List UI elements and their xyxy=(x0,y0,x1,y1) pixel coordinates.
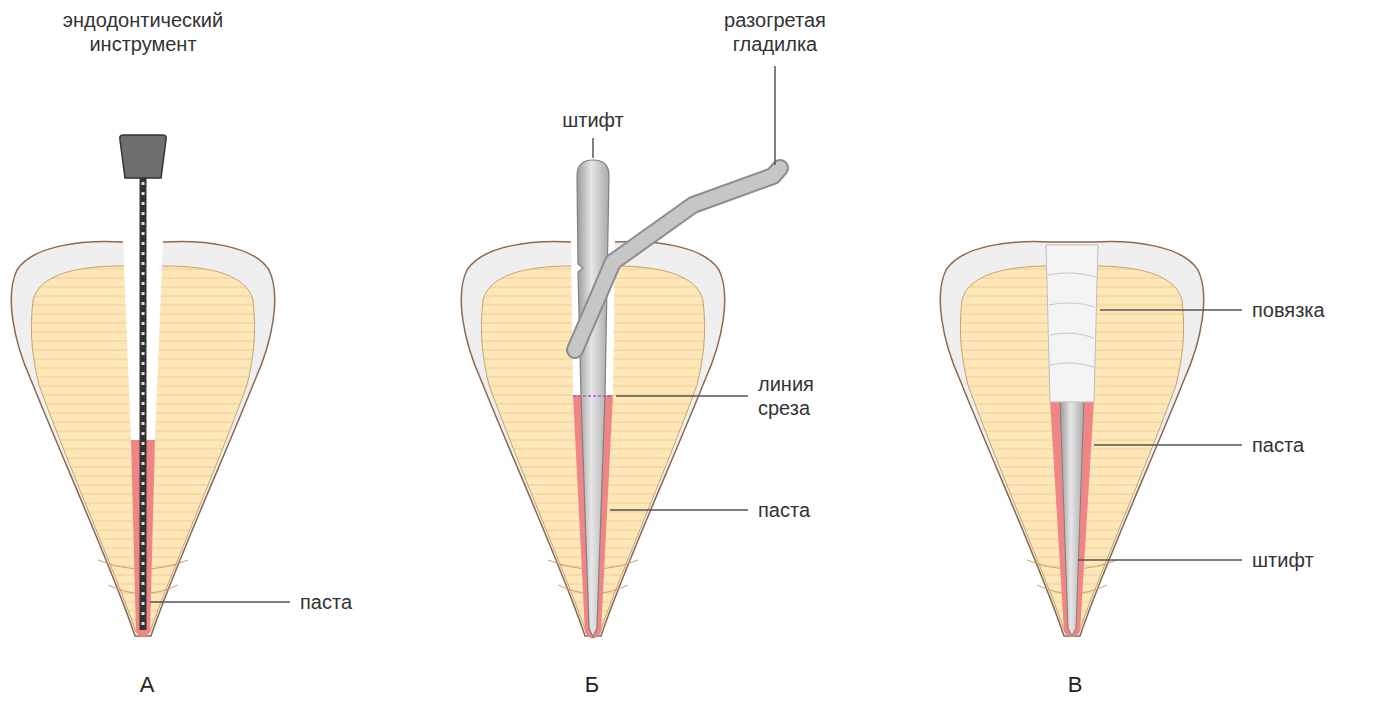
part-label: повязка xyxy=(1252,298,1325,322)
part-label: паста xyxy=(300,590,352,614)
part-label: разогретая гладилка xyxy=(700,8,850,56)
panel-letter: Б xyxy=(585,672,599,698)
part-label: паста xyxy=(758,498,810,522)
tooth-b xyxy=(461,160,780,639)
part-label: линия среза xyxy=(758,372,848,420)
part-label: штифт xyxy=(562,108,624,132)
panel-letter: А xyxy=(140,672,155,698)
part-label: паста xyxy=(1252,433,1304,457)
leader-lines xyxy=(150,66,1242,602)
part-label: штифт xyxy=(1252,548,1314,572)
part-label: эндодонтический инструмент xyxy=(18,8,268,56)
tooth-c xyxy=(940,242,1203,637)
panel-letter: В xyxy=(1068,672,1083,698)
tooth-a xyxy=(11,135,274,637)
